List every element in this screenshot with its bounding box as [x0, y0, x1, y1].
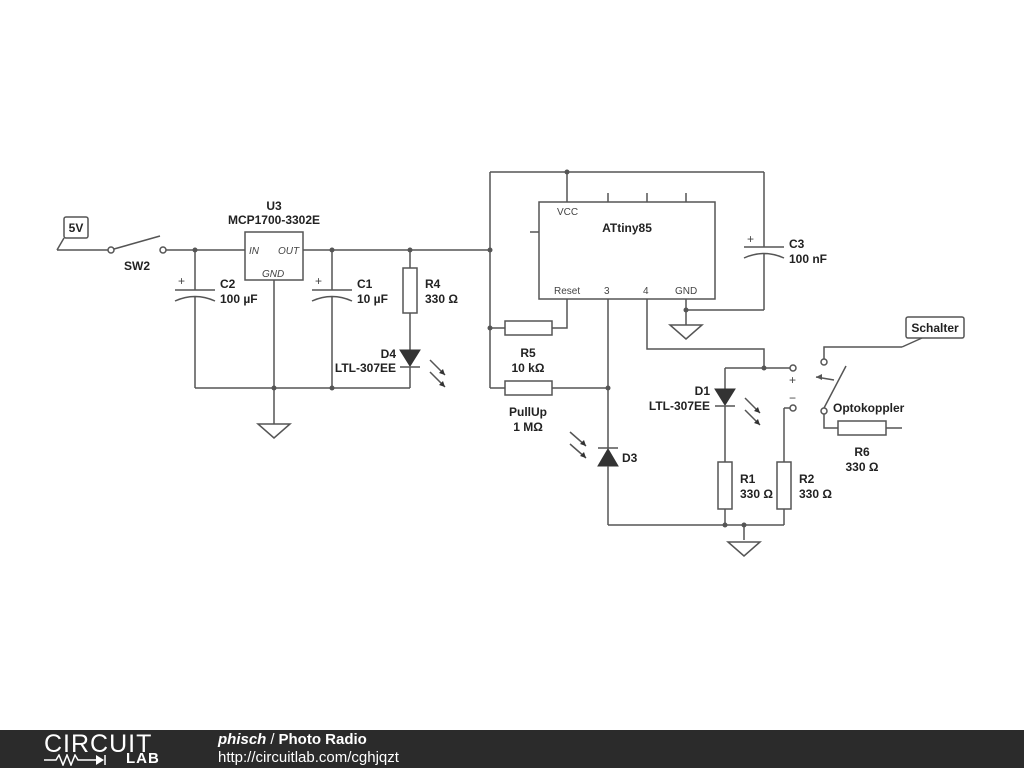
port-schalter: Schalter: [901, 316, 965, 348]
footer-bar: CIRCUIT LAB phisch/Photo Radio http://ci…: [0, 730, 1024, 768]
microcontroller-attiny85: VCC ATtiny85 Reset 3 4 GND: [530, 193, 716, 300]
r4-value: 330 Ω: [425, 292, 458, 306]
c3-ref: C3: [789, 237, 805, 251]
wire: [608, 524, 784, 540]
c1-ref: C1: [357, 277, 373, 291]
u3-pin-out: OUT: [278, 246, 300, 257]
separator: /: [270, 731, 275, 748]
junction: [192, 247, 198, 253]
junction: [761, 365, 767, 371]
d4-part: LTL-307EE: [335, 361, 396, 375]
attiny-part: ATtiny85: [602, 221, 652, 235]
wire: [823, 414, 902, 429]
junction: [722, 522, 728, 528]
author-link[interactable]: phisch: [218, 731, 267, 748]
wire: [685, 299, 764, 325]
d1-ref: D1: [695, 384, 711, 398]
resistor-r4: R4 330 Ω: [402, 250, 458, 350]
resistor-pullup: PullUp 1 MΩ: [504, 380, 553, 434]
attiny-pin-reset: Reset: [554, 286, 580, 297]
optocoupler: + − Optokoppler: [784, 358, 905, 415]
pullup-ref: PullUp: [509, 405, 547, 419]
u3-pin-gnd: GND: [262, 269, 284, 280]
circuit-schematic: 5V SW2 IN OUT GND U3 MCP1700-3302E + C2 …: [56, 169, 965, 557]
junction: [407, 247, 413, 253]
u3-part: MCP1700-3302E: [228, 213, 320, 227]
r4-ref: R4: [425, 277, 441, 291]
wire: [823, 346, 902, 359]
resistor-r5: R5 10 kΩ: [504, 320, 553, 375]
junction: [487, 325, 493, 331]
c1-value: 10 µF: [357, 292, 388, 306]
port-schalter-label: Schalter: [911, 321, 959, 335]
ground-symbol: [256, 420, 292, 439]
u3-ref: U3: [266, 199, 282, 213]
r5-ref: R5: [520, 346, 536, 360]
d4-ref: D4: [381, 347, 397, 361]
attiny-pin-vcc: VCC: [557, 207, 578, 218]
r5-value: 10 kΩ: [512, 361, 545, 375]
c2-polarity: +: [178, 274, 185, 288]
attiny-pin-gnd: GND: [675, 286, 697, 297]
sw2-ref: SW2: [124, 259, 150, 273]
r2-value: 330 Ω: [799, 487, 832, 501]
c3-value: 100 nF: [789, 252, 827, 266]
resistor-r6: R6 330 Ω: [837, 420, 887, 474]
junction: [271, 385, 277, 391]
c2-value: 100 µF: [220, 292, 258, 306]
port-5v: 5V: [56, 216, 89, 251]
logo-resistor-icon: [44, 754, 106, 766]
ground-symbol: [668, 324, 704, 340]
attiny-pin-4: 4: [643, 286, 649, 297]
capacitor-c1: + C1 10 µF: [311, 250, 388, 388]
r6-ref: R6: [854, 445, 870, 459]
led-d1: D1 LTL-307EE: [649, 368, 761, 462]
r1-value: 330 Ω: [740, 487, 773, 501]
attiny-pin-3: 3: [604, 286, 610, 297]
resistor-r1: R1 330 Ω: [717, 461, 773, 525]
junction: [605, 385, 611, 391]
c1-polarity: +: [315, 274, 322, 288]
junction: [329, 385, 335, 391]
logo-circuit-text: CIRCUIT: [44, 730, 153, 758]
port-5v-label: 5V: [69, 221, 84, 235]
junction: [329, 247, 335, 253]
switch-sw2: SW2: [107, 235, 167, 273]
ground-symbol: [726, 541, 762, 557]
resistor-r2: R2 330 Ω: [776, 408, 832, 525]
optokoppler-plus: +: [789, 373, 796, 387]
d3-ref: D3: [622, 451, 638, 465]
led-d4: D4 LTL-307EE: [335, 347, 446, 388]
project-title[interactable]: Photo Radio: [278, 731, 367, 748]
logo-lab-text: LAB: [126, 750, 160, 767]
junction: [487, 247, 493, 253]
r1-ref: R1: [740, 472, 756, 486]
junction: [683, 307, 689, 313]
capacitor-c2: + C2 100 µF: [174, 250, 258, 388]
junction: [741, 522, 747, 528]
pullup-value: 1 MΩ: [513, 420, 543, 434]
wire: [489, 171, 764, 388]
c2-ref: C2: [220, 277, 236, 291]
d1-part: LTL-307EE: [649, 399, 710, 413]
c3-polarity: +: [747, 232, 754, 246]
r2-ref: R2: [799, 472, 815, 486]
r6-value: 330 Ω: [846, 460, 879, 474]
wire: [646, 299, 790, 369]
capacitor-c3: + C3 100 nF: [743, 172, 827, 310]
footer-title-line: phisch/Photo Radio: [218, 731, 367, 748]
project-url[interactable]: http://circuitlab.com/cghjqzt: [218, 749, 399, 766]
junction: [564, 169, 570, 175]
regulator-u3: IN OUT GND U3 MCP1700-3302E: [228, 199, 320, 281]
photodiode-d3: D3: [569, 431, 638, 525]
wire: [195, 280, 410, 420]
u3-pin-in: IN: [249, 246, 260, 257]
optokoppler-label: Optokoppler: [833, 401, 905, 415]
optokoppler-minus: −: [789, 391, 796, 405]
